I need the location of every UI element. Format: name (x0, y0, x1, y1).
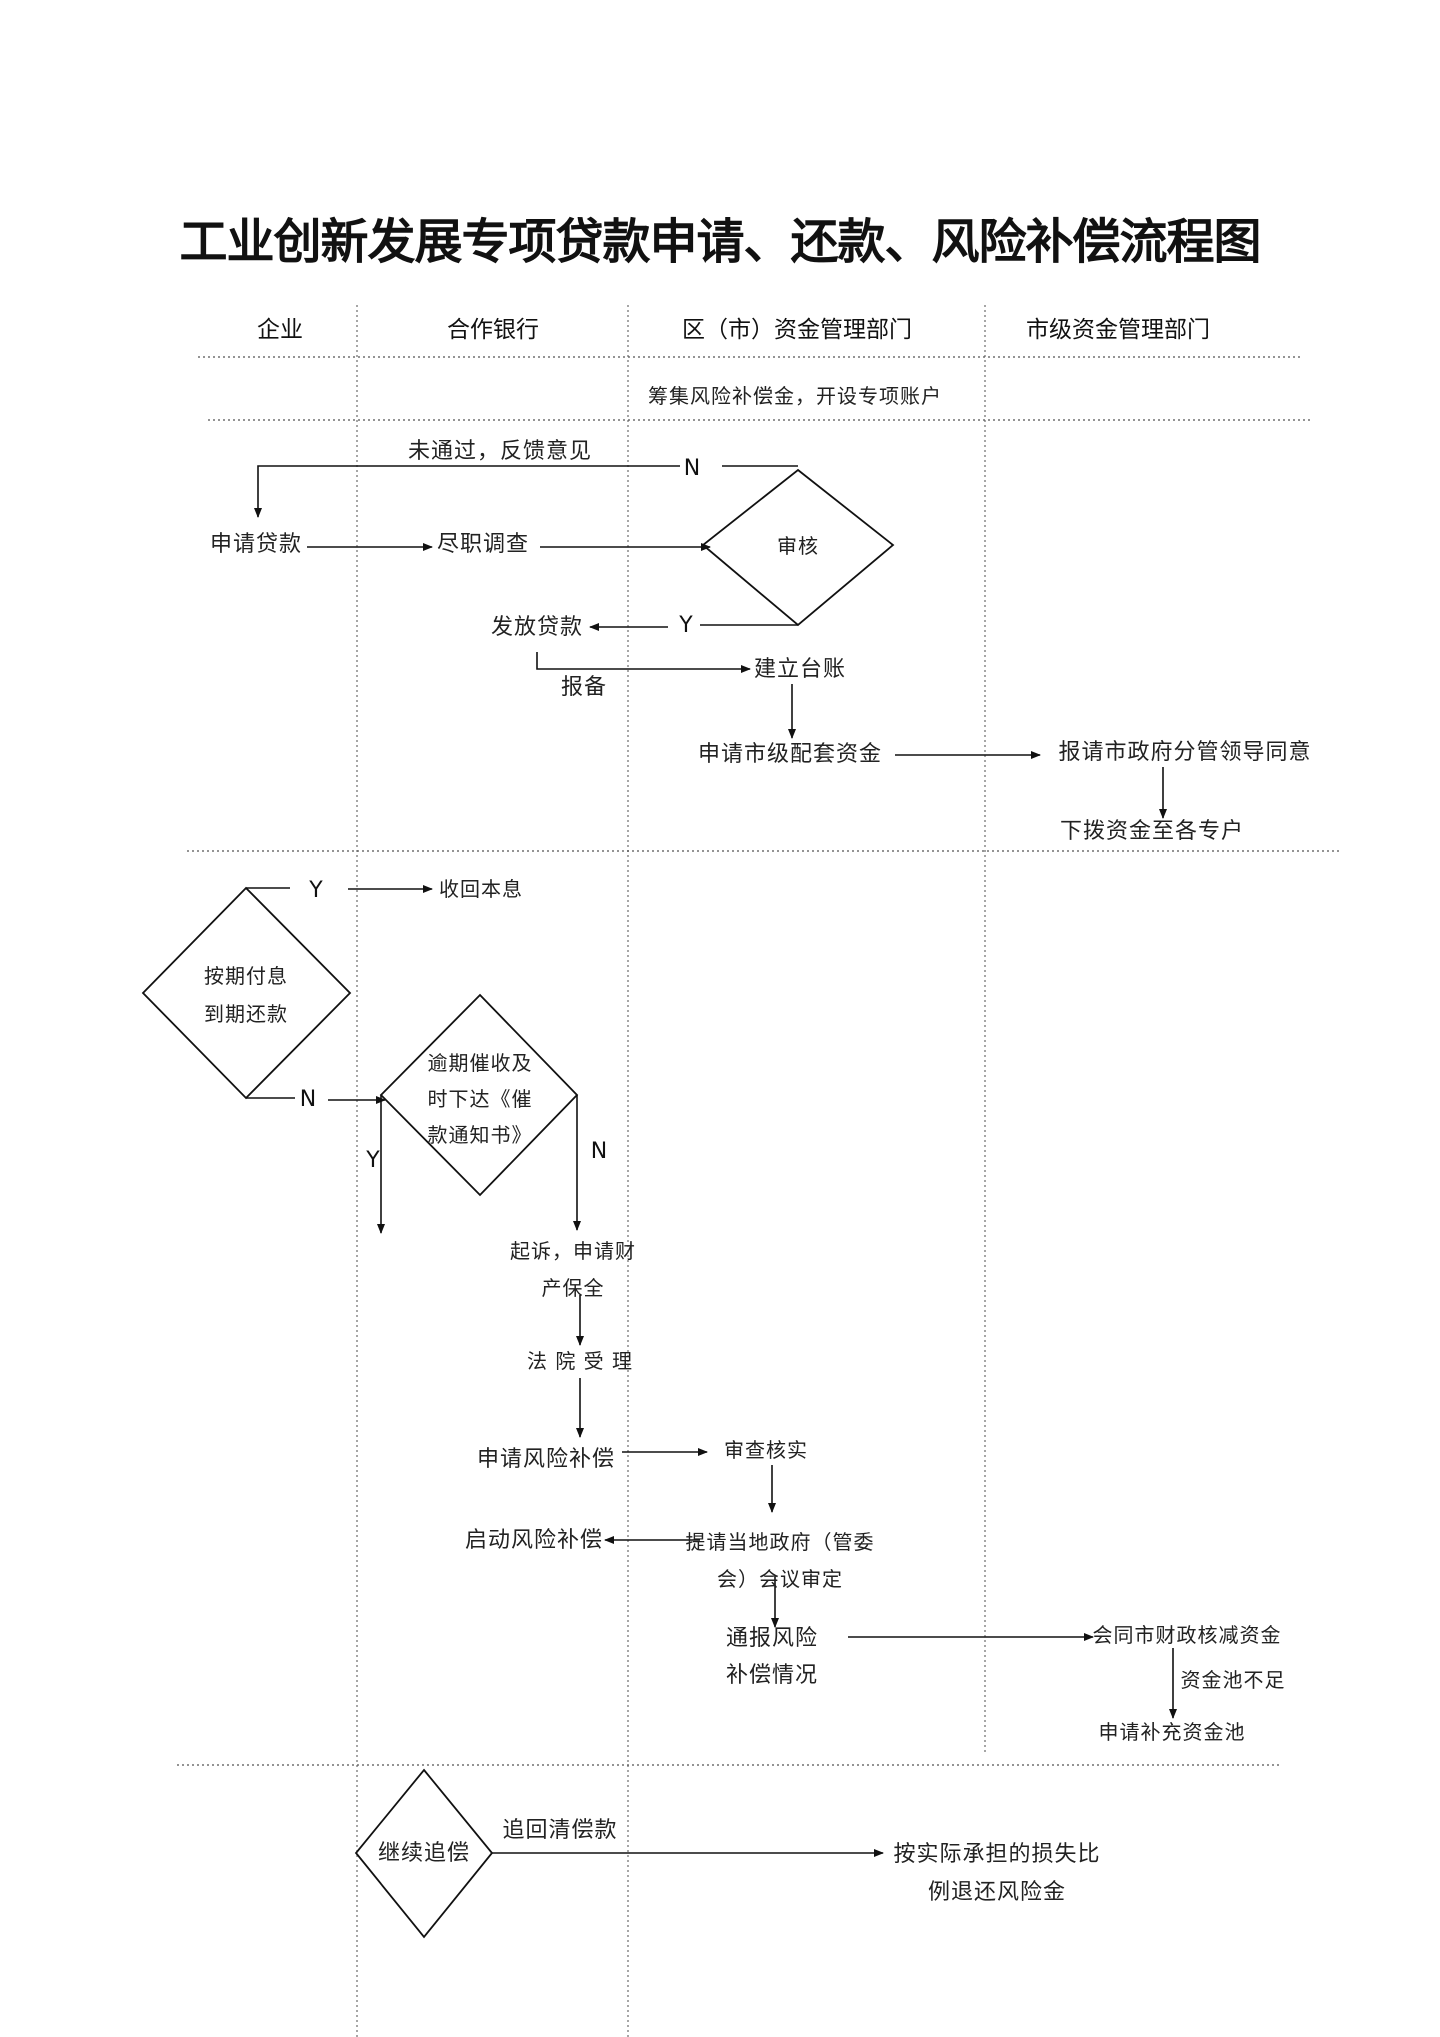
overdue-n-label: N (590, 1139, 608, 1164)
recover-principal-node: 收回本息 (439, 877, 523, 901)
recover-paid-label: 追回清偿款 (502, 1818, 618, 1843)
refund-node: 按实际承担的损失比 例退还风险金 (893, 1836, 1100, 1912)
refund-line-1: 按实际承担的损失比 (893, 1842, 1101, 1867)
sue-line-1: 起诉，申请财 (510, 1239, 636, 1263)
overdue-line-1: 逾期催收及 (427, 1051, 533, 1075)
apply-loan-node: 申请贷款 (209, 532, 303, 557)
lane-city: 市级资金管理部门 (1026, 317, 1210, 343)
sue-line-2: 产保全 (541, 1276, 605, 1300)
allocate-funds-node: 下拨资金至各专户 (1059, 819, 1245, 844)
file-report-label: 报备 (560, 675, 608, 700)
review-y-label: Y (679, 613, 693, 638)
lane-bank: 合作银行 (447, 317, 539, 343)
not-passed-label: 未通过，反馈意见 (407, 439, 593, 464)
arrow-disburse-to-ledger (536, 652, 751, 673)
start-risk-comp-node: 启动风险补偿 (464, 1528, 604, 1553)
city-finance-node: 会同市财政核减资金 (1092, 1623, 1282, 1647)
lane-district: 区（市）资金管理部门 (682, 317, 912, 343)
notify-line-2: 补偿情况 (725, 1663, 819, 1688)
apply-city-fund-node: 申请市级配套资金 (697, 742, 883, 767)
n-feedback-line-2 (254, 465, 680, 518)
notify-node: 通报风险 补偿情况 (726, 1620, 818, 1694)
overdue-line-2: 时下达《催 (427, 1087, 533, 1111)
overdue-node: 逾期催收及 时下达《催 款通知书》 (428, 1045, 533, 1153)
gov-review-line-2: 会）会议审定 (717, 1567, 843, 1591)
pool-short-label: 资金池不足 (1180, 1668, 1286, 1692)
replenish-pool-node: 申请补充资金池 (1098, 1720, 1246, 1744)
overdue-y-label: Y (366, 1148, 380, 1173)
overdue-diamond (379, 993, 579, 1197)
continue-recovery-diamond (354, 1768, 494, 1939)
apply-risk-comp-node: 申请风险补偿 (476, 1447, 616, 1472)
pay-n-label: N (299, 1087, 317, 1112)
verify-node: 审查核实 (724, 1438, 808, 1462)
refund-line-2: 例退还风险金 (927, 1880, 1067, 1905)
raise-fund-text: 筹集风险补偿金，开设专项账户 (648, 384, 942, 408)
sue-node: 起诉，申请财 产保全 (510, 1233, 636, 1307)
pay-on-time-node: 按期付息 到期还款 (204, 957, 288, 1033)
build-ledger-node: 建立台账 (753, 657, 847, 682)
lane-enterprise: 企业 (257, 317, 303, 343)
pay-on-time-line-2: 到期还款 (204, 1002, 288, 1026)
continue-recovery-node: 继续追偿 (377, 1841, 471, 1866)
review-n-label: N (683, 456, 701, 481)
gov-review-node: 提请当地政府（管委 会）会议审定 (686, 1524, 875, 1598)
notify-line-1: 通报风险 (725, 1626, 819, 1651)
disburse-node: 发放贷款 (490, 615, 584, 640)
pay-on-time-line-1: 按期付息 (204, 964, 288, 988)
page-title: 工业创新发展专项贷款申请、还款、风险补偿流程图 (179, 214, 1261, 270)
court-node: 法 院 受 理 (526, 1349, 634, 1373)
report-city-gov-node: 报请市政府分管领导同意 (1058, 740, 1312, 765)
gov-review-line-1: 提请当地政府（管委 (685, 1530, 875, 1554)
pay-y-label: Y (309, 878, 323, 903)
overdue-line-3: 款通知书》 (427, 1123, 533, 1147)
review-node-label: 审核 (777, 534, 819, 558)
due-diligence-node: 尽职调查 (436, 532, 530, 557)
